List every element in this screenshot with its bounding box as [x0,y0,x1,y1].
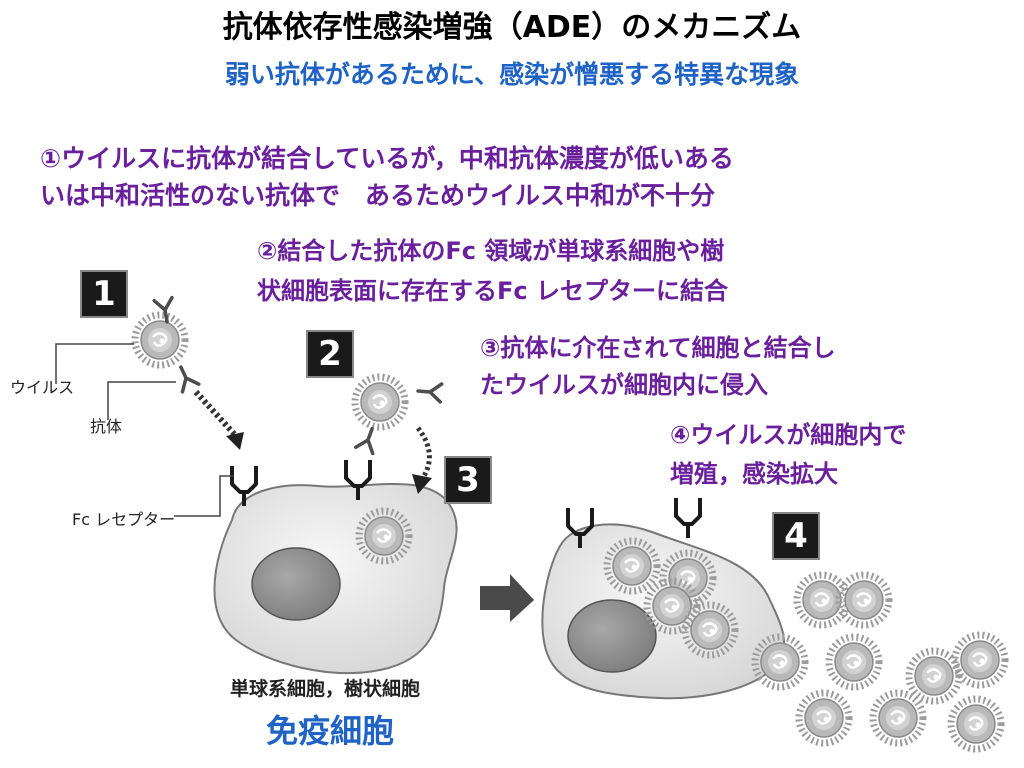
label-antibody: 抗体 [90,417,123,436]
virus-released-9 [951,699,1001,749]
step-2-text: ②結合した抗体のFc 領域が単球系細胞や樹 状細胞表面に存在するFc レセプター… [257,231,728,311]
arrow-step-2 [415,426,432,478]
step-3-line-2: たウイルスが細胞内に侵入 [480,371,768,399]
page-subtitle: 弱い抗体があるために、感染が憎悪する特異な現象 [224,60,800,89]
step-1-line-1: ①ウイルスに抗体が結合しているが，中和抗体濃度が低いある [40,144,734,173]
page-title: 抗体依存性感染増強（ADE）のメカニズム [222,10,802,45]
step-3-text: ③抗体に介在されて細胞と結合し たウイルスが細胞内に侵入 [480,330,836,404]
virus-released-6 [955,635,1005,685]
immune-cell-label: 免疫細胞 [265,712,394,750]
nucleus-right [567,599,657,673]
virus-released-2 [839,575,889,625]
nucleus-left [251,547,341,621]
antibody-step-1b [171,361,201,394]
transition-arrow [480,574,534,622]
arrow-step-1 [193,389,239,439]
virus-released-8 [873,693,923,743]
leader-antibody [107,381,176,420]
step-badge-4: 4 [772,512,820,560]
virus-released-1 [797,575,847,625]
step-4-line-1: ④ウイルスが細胞内で [670,421,907,449]
step-4-line-2: 増殖，感染拡大 [670,460,838,488]
virus-released-4 [829,637,879,687]
step-2-line-1: ②結合した抗体のFc 領域が単球系細胞や樹 [257,237,725,265]
virus-step-1 [135,315,185,365]
step-1-line-2: いは中和活性のない抗体で あるためウイルス中和が不十分 [40,181,716,210]
fc-receptor-4 [674,496,702,540]
step-badge-2: 2 [306,330,354,378]
leader-virus [55,343,134,384]
step-badge-3: 3 [444,456,492,504]
virus-released-5 [909,651,959,701]
step-1-text: ①ウイルスに抗体が結合しているが，中和抗体濃度が低いある いは中和活性のない抗体… [40,140,734,214]
virus-released-7 [799,693,849,743]
antibody-step-2a [415,380,444,404]
step-3-line-1: ③抗体に介在されて細胞と結合し [480,334,836,362]
leader-fc-receptor [174,475,234,517]
step-badge-1: 1 [80,270,128,318]
cell-caption: 単球系細胞，樹状細胞 [229,678,420,700]
virus-step-2 [355,377,405,427]
label-fc-receptor: Fc レセプター [72,510,176,529]
label-virus: ウイルス [10,378,75,397]
step-2-line-2: 状細胞表面に存在するFc レセプターに結合 [257,277,728,305]
step-4-text: ④ウイルスが細胞内で 増殖，感染拡大 [670,416,906,494]
